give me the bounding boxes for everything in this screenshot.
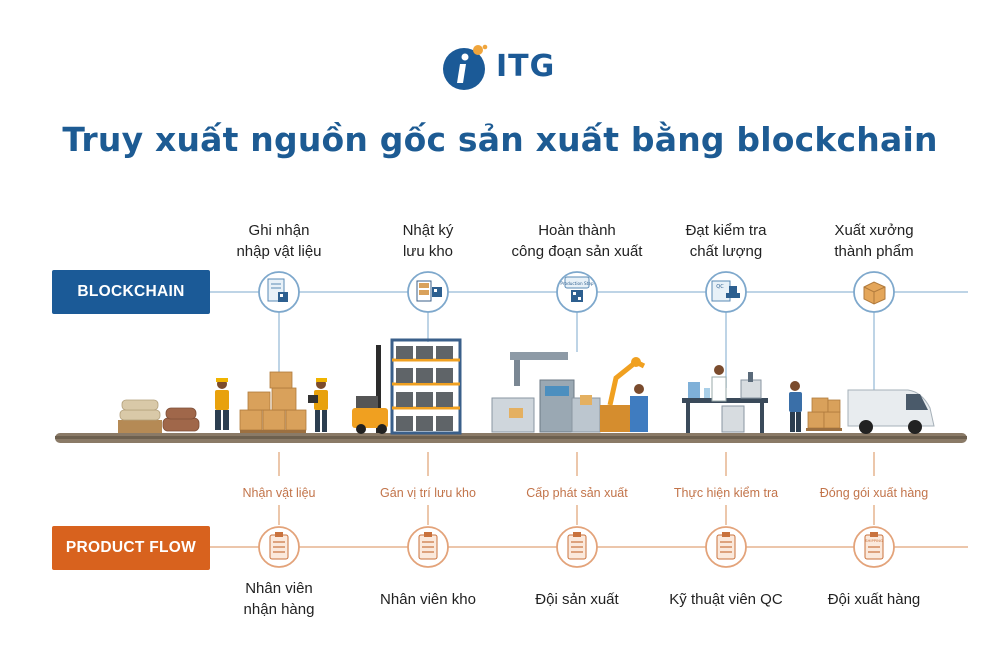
itg-logo-icon <box>443 44 488 90</box>
actor-1-line-1: Nhân viên <box>245 580 313 597</box>
blockchain-step-2-line-1: Nhật ký <box>402 222 454 239</box>
blockchain-step-1-label: Ghi nhận nhập vật liệu <box>194 220 364 262</box>
product-flow-node-2 <box>407 526 449 568</box>
blockchain-node-3: Production Step <box>556 271 598 313</box>
flow-step-2-label: Gán vị trí lưu kho <box>380 486 476 500</box>
actor-1-label: Nhân viên nhận hàng <box>194 578 364 620</box>
actor-1-line-2: nhận hàng <box>243 601 315 618</box>
product-flow-node-4 <box>705 526 747 568</box>
blockchain-step-5-label: Xuất xưởng thành phẩm <box>789 220 959 262</box>
flow-step-3-label: Cấp phát sản xuất <box>526 486 628 500</box>
checklist-icon <box>567 532 587 560</box>
product-flow-node-3 <box>556 526 598 568</box>
flow-step-1-label: Nhận vật liệu <box>242 486 316 500</box>
blockchain-node-1 <box>258 271 300 313</box>
warehouse-illustration <box>352 338 462 435</box>
product-flow-node-5: SHIPPING <box>853 526 895 568</box>
blockchain-step-3-line-1: Hoàn thành <box>538 222 616 239</box>
checklist-icon <box>269 532 289 560</box>
blockchain-step-3-label: Hoàn thành công đoạn sản xuất <box>492 220 662 262</box>
blockchain-step-1-line-2: nhập vật liệu <box>236 243 322 260</box>
document-qr-icon <box>267 278 288 302</box>
production-step-icon-text: Production Step <box>560 281 593 286</box>
production-line-illustration <box>491 352 648 433</box>
actor-3-label: Đội sản xuất <box>535 591 619 608</box>
flow-step-5-label: Đóng gói xuất hàng <box>819 486 929 500</box>
checklist-icon <box>418 532 438 560</box>
blockchain-node-2 <box>407 271 449 313</box>
actor-2-label: Nhân viên kho <box>380 591 476 608</box>
qc-lab-illustration <box>682 365 768 433</box>
blockchain-step-5-line-1: Xuất xưởng <box>834 222 914 239</box>
blockchain-step-4-line-2: chất lượng <box>689 243 763 260</box>
qc-icon-text: QC <box>716 284 724 290</box>
blockchain-node-4: QC <box>705 271 747 313</box>
blockchain-step-5-line-2: thành phẩm <box>834 243 914 260</box>
blockchain-step-2-line-2: lưu kho <box>402 243 454 260</box>
brand-name: ITG <box>496 48 556 84</box>
blockchain-node-5 <box>853 271 895 313</box>
package-box-icon <box>863 281 886 305</box>
blockchain-step-1-line-1: Ghi nhận <box>248 222 310 239</box>
shipping-clipboard-icon: SHIPPING <box>864 532 884 560</box>
production-step-qr-icon: Production Step <box>560 276 594 302</box>
checklist-icon <box>716 532 736 560</box>
receiving-area-illustration <box>118 371 328 433</box>
qc-stamp-icon: QC <box>711 280 740 302</box>
blockchain-step-2-label: Nhật ký lưu kho <box>343 220 513 262</box>
product-flow-lane-label: PRODUCT FLOW <box>52 526 210 570</box>
itg-logo: ITG <box>440 38 570 94</box>
blockchain-step-4-label: Đạt kiểm tra chất lượng <box>641 220 811 262</box>
actor-4-label: Kỹ thuật viên QC <box>669 591 783 608</box>
shipping-illustration <box>789 381 935 434</box>
shipping-icon-text: SHIPPING <box>865 538 883 543</box>
blockchain-step-3-line-2: công đoạn sản xuất <box>511 243 643 260</box>
blockchain-step-4-line-1: Đạt kiểm tra <box>685 222 767 239</box>
warehouse-qr-icon <box>416 280 442 302</box>
page-title: Truy xuất nguồn gốc sản xuất bằng blockc… <box>62 120 938 159</box>
flow-step-4-label: Thực hiện kiểm tra <box>673 486 779 500</box>
actor-5-label: Đội xuất hàng <box>827 591 921 608</box>
product-flow-node-1 <box>258 526 300 568</box>
blockchain-lane-label: BLOCKCHAIN <box>52 270 210 314</box>
